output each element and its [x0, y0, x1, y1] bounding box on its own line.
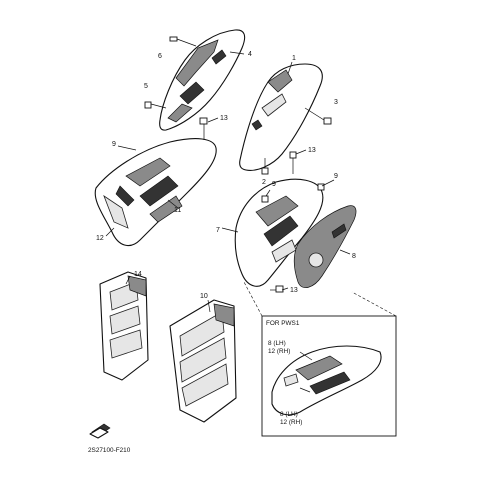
callout-2: 2	[262, 179, 266, 186]
callout-9-mid: 9	[272, 181, 276, 188]
inset-label-b-line1: 8 (LH)	[280, 411, 298, 418]
callout-6: 6	[158, 53, 162, 60]
inset-pws1	[243, 281, 397, 437]
callout-7: 7	[216, 227, 220, 234]
bolt-part-9-mid	[261, 195, 269, 203]
callout-14: 14	[134, 271, 142, 278]
graphic-part-8	[293, 205, 357, 289]
radiator-guard-part-10	[169, 299, 237, 423]
callout-9-right: 9	[334, 173, 338, 180]
bolt-part-3	[304, 107, 332, 125]
bolt-part-13-lower	[270, 285, 284, 293]
inset-label-a-line2: 12 (RH)	[268, 348, 290, 355]
bolt-part-5	[144, 101, 167, 109]
callout-4: 4	[248, 51, 252, 58]
number-plate-part-1	[239, 63, 323, 171]
callout-3: 3	[334, 99, 338, 106]
side-cover-part-4	[159, 29, 246, 131]
radiator-guard-part-14	[99, 271, 149, 381]
callout-10: 10	[200, 293, 208, 300]
bolt-part-13-mid	[289, 151, 297, 174]
callout-5: 5	[144, 83, 148, 90]
bolt-part-9-right	[317, 183, 325, 191]
callout-11: 11	[174, 207, 181, 214]
callout-13-lower: 13	[290, 287, 298, 294]
inset-title: FOR PWS1	[266, 320, 300, 327]
callout-12: 12	[96, 235, 104, 242]
bolt-part-6	[169, 36, 197, 47]
callout-1: 1	[292, 55, 296, 62]
callout-13-mid: 13	[308, 147, 316, 154]
callout-13-left: 13	[220, 115, 228, 122]
side-cover-part-7	[234, 178, 324, 287]
inset-label-a-line1: 8 (LH)	[268, 340, 286, 347]
bolt-part-13-left	[199, 117, 208, 140]
callout-9-left: 9	[112, 141, 116, 148]
diagram-code: 2S27100-F210	[88, 447, 131, 454]
inset-label-b-line2: 12 (RH)	[280, 419, 302, 426]
callout-8: 8	[352, 253, 356, 260]
inset-graphic-part	[271, 345, 382, 416]
side-cover-part-11-12	[94, 138, 217, 247]
bolt-part-2	[261, 158, 269, 175]
catalog-book-icon	[89, 423, 111, 439]
